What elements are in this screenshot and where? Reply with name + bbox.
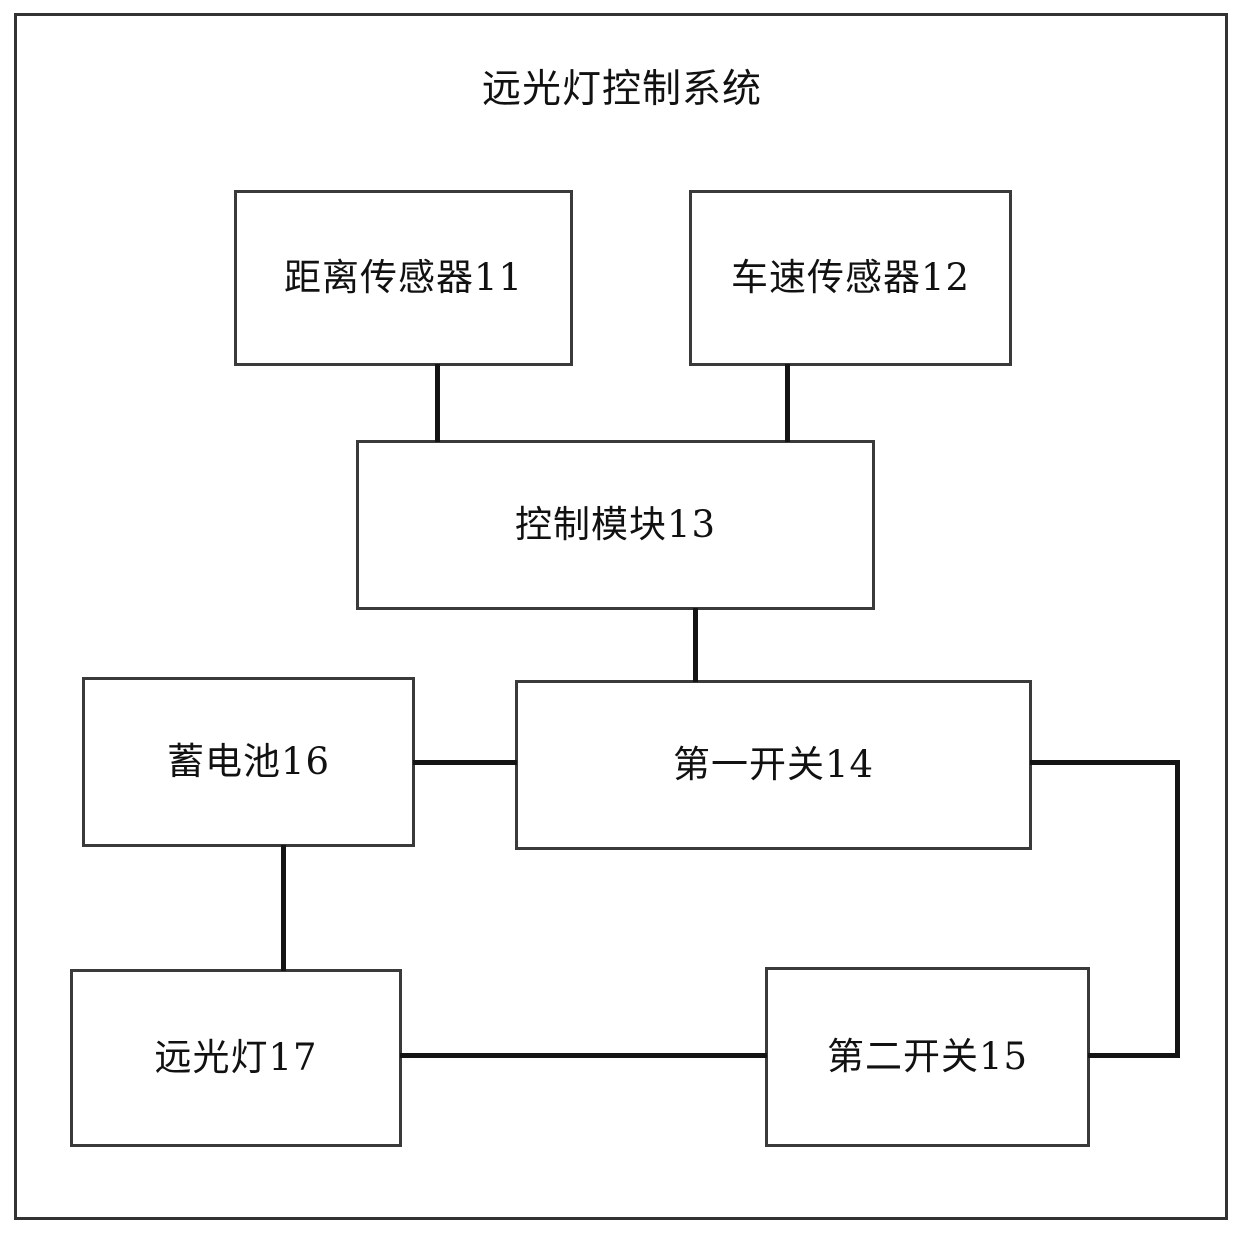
connector-speed-sensor-to-control-module	[785, 364, 790, 442]
block-first-switch-label: 第一开关14	[672, 743, 875, 786]
connector-control-module-to-first-switch	[693, 608, 698, 682]
block-control-module-label: 控制模块13	[514, 503, 717, 546]
block-distance-sensor[interactable]: 距离传感器11	[234, 190, 573, 366]
figure-title: 远光灯控制系统	[481, 67, 762, 112]
page-border-frame	[14, 13, 1228, 1220]
block-first-switch[interactable]: 第一开关14	[515, 680, 1032, 850]
block-control-module[interactable]: 控制模块13	[356, 440, 875, 610]
block-battery-label: 蓄电池16	[166, 740, 331, 783]
block-high-beam[interactable]: 远光灯17	[70, 969, 402, 1147]
connector-high-beam-to-second-switch	[400, 1053, 767, 1058]
block-second-switch-label: 第二开关15	[826, 1035, 1029, 1078]
block-second-switch[interactable]: 第二开关15	[765, 967, 1090, 1147]
connector-first-switch-to-second-switch-segment-bottom	[1088, 1053, 1180, 1058]
connector-first-switch-to-second-switch-segment-right	[1175, 760, 1180, 1058]
block-high-beam-label: 远光灯17	[154, 1036, 318, 1079]
connector-first-switch-to-second-switch-segment-top	[1030, 760, 1180, 765]
connector-battery-to-high-beam	[281, 845, 286, 971]
block-speed-sensor[interactable]: 车速传感器12	[689, 190, 1012, 366]
connector-distance-sensor-to-control-module	[435, 364, 440, 442]
block-distance-sensor-label: 距离传感器11	[283, 256, 524, 299]
connector-battery-to-first-switch	[413, 760, 517, 765]
block-speed-sensor-label: 车速传感器12	[730, 256, 971, 299]
block-battery[interactable]: 蓄电池16	[82, 677, 415, 847]
